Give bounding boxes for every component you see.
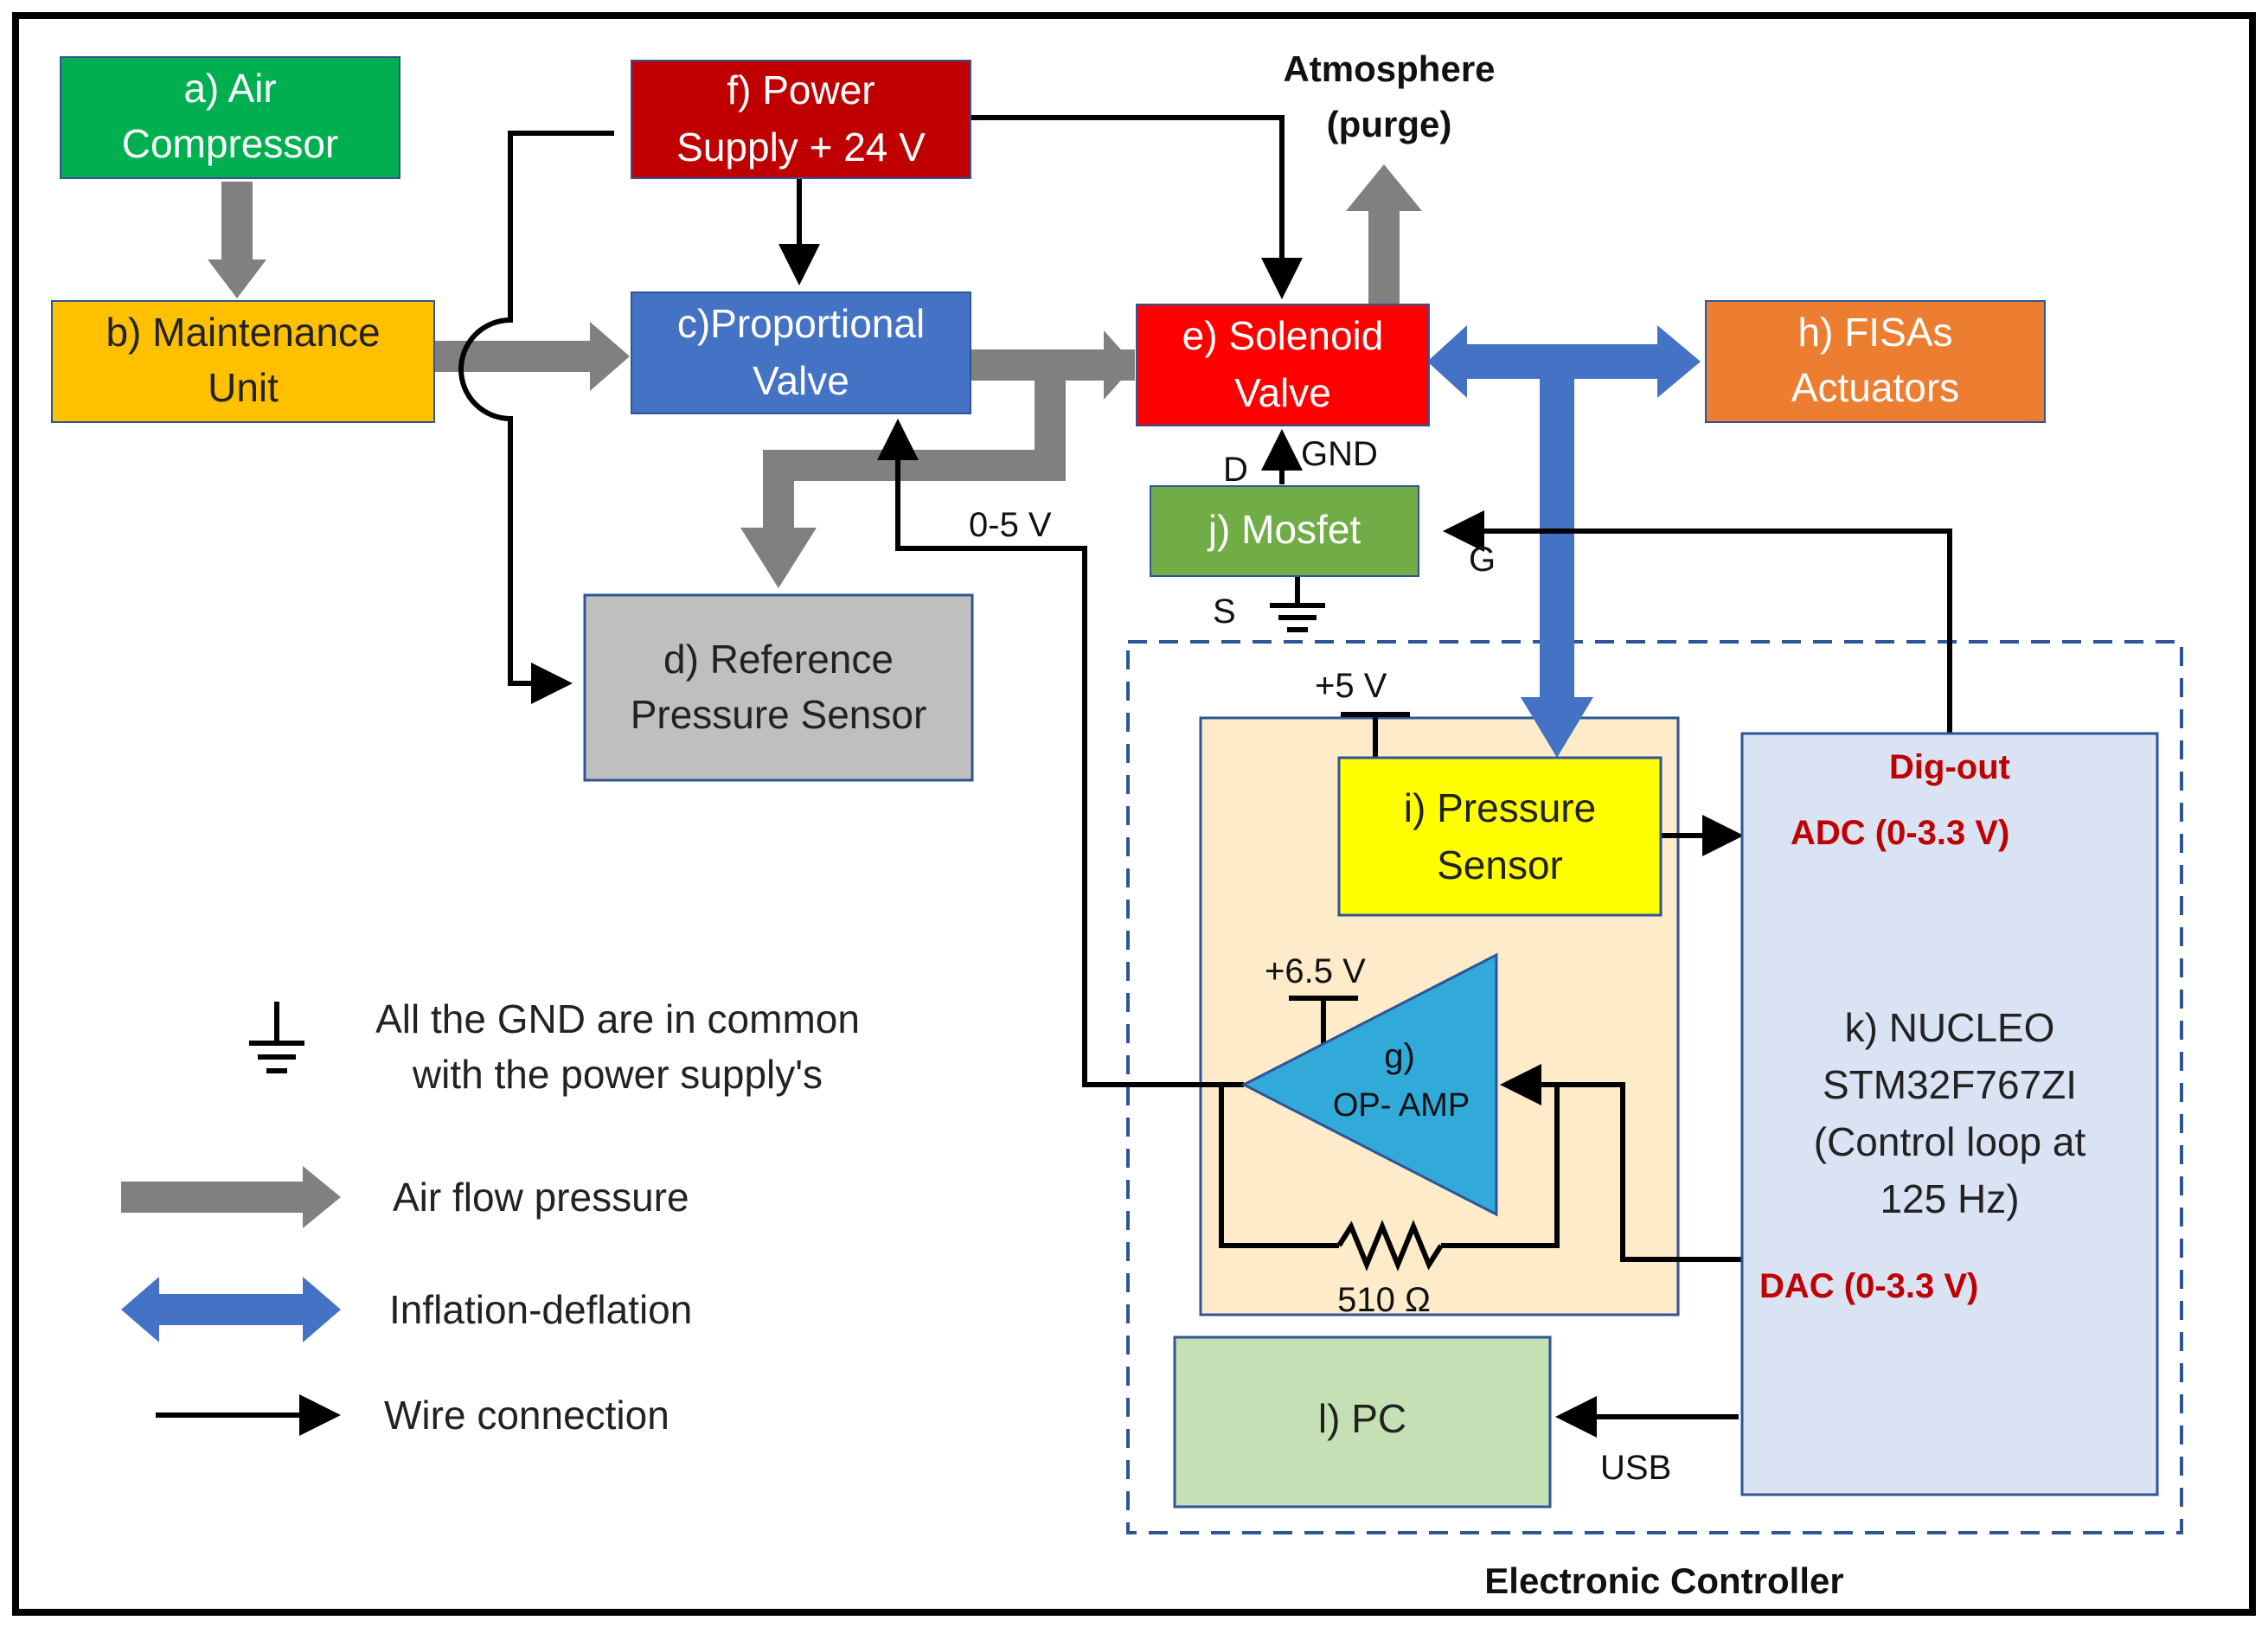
block-solenoid-valve-box [1136, 304, 1430, 426]
nucleo-label-4: 125 Hz) [1880, 1176, 2019, 1221]
op-amp-triangle [1240, 952, 1498, 1217]
maintenance-unit-label-1: b) Maintenance [106, 310, 380, 355]
air-compressor-label-1: a) Air [183, 66, 276, 111]
wire-connections [458, 115, 1952, 1438]
block-reference-sensor-box [583, 593, 974, 782]
plus65v-label: +6.5 V [1265, 952, 1366, 990]
s-pin-label: S [1213, 593, 1236, 631]
block-pressure-sensor-box [1337, 756, 1663, 917]
op-amp-label-2: OP- AMP [1333, 1087, 1470, 1124]
ground-icon [1270, 576, 1325, 632]
block-reference-sensor: d) Reference Pressure Sensor [583, 593, 974, 782]
block-air-compressor-box [60, 56, 400, 179]
block-pc: l) PC [1173, 1336, 1552, 1508]
block-pressure-sensor: i) Pressure Sensor [1337, 756, 1663, 917]
nucleo-label-3: (Control loop at [1814, 1119, 2086, 1164]
nucleo-label-1: k) NUCLEO [1845, 1005, 2055, 1050]
block-nucleo-box [1740, 732, 2159, 1496]
block-pc-box [1173, 1336, 1552, 1508]
nucleo-label-2: STM32F767ZI [1823, 1062, 2077, 1107]
solenoid-valve-label-2: Valve [1234, 370, 1331, 415]
zero-five-v-label: 0-5 V [969, 506, 1052, 544]
block-maintenance-unit-box [51, 300, 435, 423]
legend-inflation-label: Inflation-deflation [389, 1287, 692, 1332]
mosfet-label: j) Mosfet [1207, 507, 1361, 552]
power-supply-label-1: f) Power [727, 67, 875, 112]
block-solenoid-valve: e) Solenoid Valve [1136, 304, 1430, 426]
block-mosfet-box [1150, 485, 1419, 577]
plus5v-label: +5 V [1315, 667, 1387, 705]
proportional-valve-label-2: Valve [753, 358, 849, 403]
block-nucleo: k) NUCLEO STM32F767ZI (Control loop at 1… [1740, 732, 2159, 1496]
pressure-sensor-label-2: Sensor [1437, 842, 1563, 887]
power-supply-label-2: Supply + 24 V [676, 125, 926, 170]
legend-wire-label: Wire connection [384, 1393, 670, 1438]
legend-gnd-line-2: with the power supply's [412, 1052, 823, 1097]
block-mosfet: j) Mosfet [1150, 485, 1419, 577]
legend: All the GND are in common with the power… [121, 996, 860, 1438]
g-pin-label: G [1469, 541, 1496, 579]
block-fisas-actuators: h) FISAs Actuators [1705, 300, 2046, 423]
adc-label: ADC (0-3.3 V) [1791, 814, 2009, 852]
block-power-supply: f) Power Supply + 24 V [631, 60, 971, 179]
legend-gnd-line-1: All the GND are in common [375, 996, 860, 1041]
fisas-actuators-label-1: h) FISAs [1798, 310, 1953, 355]
op-amp-label-1: g) [1384, 1037, 1415, 1075]
purge-label: (purge) [1327, 104, 1452, 144]
d-pin-label: D [1223, 451, 1248, 489]
dig-out-label: Dig-out [1889, 748, 2010, 786]
atmosphere-label: Atmosphere [1283, 48, 1495, 89]
reference-sensor-label-2: Pressure Sensor [631, 692, 927, 737]
block-power-supply-box [631, 60, 971, 179]
resistor-label: 510 Ω [1337, 1281, 1431, 1319]
pressure-sensor-label-1: i) Pressure [1404, 785, 1596, 830]
solenoid-valve-label-1: e) Solenoid [1182, 313, 1384, 358]
maintenance-unit-label-2: Unit [208, 365, 279, 410]
pc-label: l) PC [1318, 1396, 1406, 1441]
legend-ground-icon [249, 1002, 304, 1073]
legend-inflation-arrow-icon [121, 1277, 341, 1342]
block-fisas-actuators-box [1705, 300, 2046, 423]
block-air-compressor: a) Air Compressor [60, 56, 400, 179]
block-proportional-valve: c)Proportional Valve [631, 291, 971, 414]
block-op-amp: g) OP- AMP [1240, 952, 1498, 1217]
proportional-valve-label-1: c)Proportional [677, 301, 925, 346]
outer-frame [12, 12, 2256, 1616]
air-compressor-label-2: Compressor [122, 121, 339, 166]
legend-air-flow-arrow-icon [121, 1166, 341, 1228]
usb-label: USB [1600, 1449, 1671, 1487]
dac-label: DAC (0-3.3 V) [1759, 1267, 1978, 1305]
block-proportional-valve-box [631, 291, 971, 414]
electronic-controller-label: Electronic Controller [1484, 1560, 1843, 1601]
reference-sensor-label-1: d) Reference [663, 637, 894, 682]
legend-air-flow-label: Air flow pressure [393, 1175, 689, 1220]
fisas-actuators-label-2: Actuators [1791, 365, 1959, 410]
block-maintenance-unit: b) Maintenance Unit [51, 300, 435, 423]
gnd-pin-label: GND [1301, 435, 1378, 473]
